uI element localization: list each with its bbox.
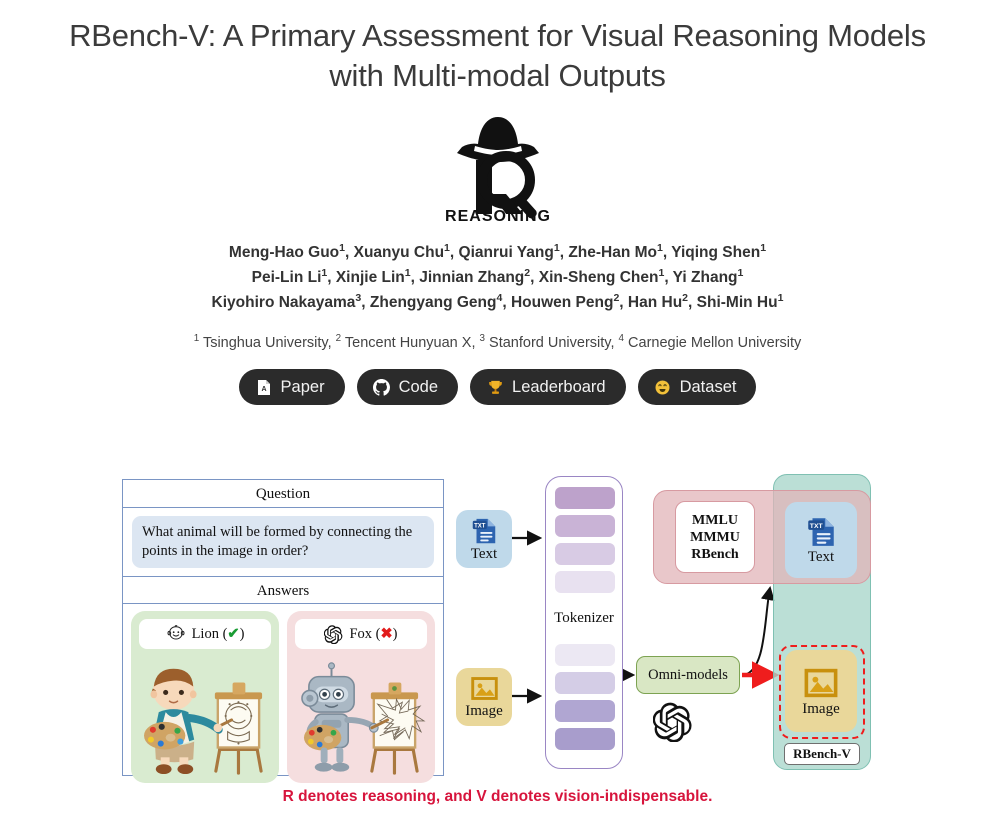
title-line-1: RBench-V: A Primary Assessment for Visua…: [69, 18, 926, 53]
tokenizer-block: Tokenizer: [545, 476, 623, 769]
robot-painting-illustration: [301, 662, 426, 775]
svg-text:TXT: TXT: [810, 522, 824, 529]
reasoning-detective-logo-icon: REASONING: [445, 117, 551, 222]
figure-caption: R denotes reasoning, and V denotes visio…: [282, 788, 713, 805]
dataset-button-label: Dataset: [679, 378, 737, 396]
token-bar: [555, 487, 615, 509]
picture-icon: [804, 668, 838, 697]
answer-pill-human: Lion (✔): [139, 619, 271, 649]
answers-header: Answers: [123, 576, 443, 604]
token-bar: [555, 672, 615, 694]
token-bar: [555, 728, 615, 750]
token-bar: [555, 700, 615, 722]
code-button[interactable]: Code: [356, 369, 459, 405]
benchmark-item: MMMU: [690, 529, 740, 545]
affiliations-text: 1 Tsinghua University, 2 Tencent Hunyuan…: [193, 333, 802, 351]
token-bar: [555, 515, 615, 537]
input-text-label: Text: [470, 545, 498, 562]
page-title: RBench-V: A Primary Assessment for Visua…: [0, 0, 995, 96]
token-bar: [555, 571, 615, 593]
input-image-node: Image: [456, 668, 512, 726]
affiliation-list: 1 Tsinghua University, 2 Tencent Hunyuan…: [0, 333, 995, 351]
huggingface-icon: [654, 378, 672, 396]
answer-label-human: Lion (✔): [191, 625, 245, 642]
rbench-v-label: RBench-V: [784, 743, 860, 765]
dataset-button[interactable]: Dataset: [637, 369, 757, 405]
openai-logo-icon: [653, 702, 692, 742]
author-list: Meng-Hao Guo1, Xuanyu Chu1, Qianrui Yang…: [0, 240, 995, 315]
pipeline-diagram: TXT Text Image: [448, 470, 898, 780]
author-line-1: Meng-Hao Guo1, Xuanyu Chu1, Qianrui Yang…: [228, 241, 767, 261]
pipeline-arrows: [511, 530, 780, 704]
highlight-dashed-border: [779, 645, 865, 739]
logo-container: REASONING: [0, 110, 995, 222]
leaderboard-button-label: Leaderboard: [512, 378, 606, 396]
truncated-body-text: [100, 816, 895, 825]
logo-wordmark: REASONING: [445, 208, 551, 222]
omni-models-node: Omni-models: [636, 656, 740, 694]
output-text-node: TXT Text: [785, 502, 857, 578]
link-button-row: A Paper Code L: [0, 369, 995, 405]
paper-button[interactable]: A Paper: [238, 369, 345, 405]
input-text-node: TXT Text: [456, 510, 512, 568]
output-image-node: Image: [785, 650, 857, 732]
token-bar: [555, 543, 615, 565]
question-header: Question: [123, 480, 443, 508]
token-bar: [555, 644, 615, 666]
txt-document-icon: TXT: [472, 518, 496, 543]
benchmark-list-box: MMLU MMMU RBench: [675, 501, 755, 573]
pdf-icon: A: [255, 378, 273, 396]
answer-card-human: Lion (✔): [131, 611, 279, 783]
answer-label-model: Fox (✖): [349, 625, 398, 642]
human-face-icon: [167, 625, 185, 640]
title-line-2: with Multi-modal Outputs: [329, 58, 666, 93]
teaser-figure: Question What animal will be formed by c…: [0, 470, 995, 783]
output-text-label: Text: [807, 548, 835, 565]
trophy-icon: [486, 378, 504, 396]
picture-icon: [470, 677, 498, 700]
qa-example-card: Question What animal will be formed by c…: [122, 479, 444, 783]
svg-text:TXT: TXT: [474, 523, 486, 529]
txt-document-icon: TXT: [808, 517, 834, 546]
author-line-3: Kiyohiro Nakayama3, Zhengyang Geng4, Hou…: [211, 291, 784, 311]
paper-button-label: Paper: [280, 378, 325, 396]
leaderboard-button[interactable]: Leaderboard: [470, 369, 626, 405]
tokenizer-label: Tokenizer: [554, 610, 614, 626]
answer-pill-model: Fox (✖): [295, 619, 427, 649]
github-icon: [373, 378, 391, 396]
svg-text:A: A: [261, 386, 266, 393]
answer-card-model: Fox (✖): [287, 611, 435, 783]
author-line-2: Pei-Lin Li1, Xinjie Lin1, Jinnian Zhang2…: [251, 266, 744, 286]
benchmark-item: RBench: [691, 546, 739, 562]
openai-logo-icon: [324, 624, 343, 644]
input-image-label: Image: [465, 703, 503, 719]
question-text: What animal will be formed by connecting…: [132, 516, 434, 568]
code-button-label: Code: [398, 378, 439, 396]
output-image-label: Image: [802, 700, 840, 717]
boy-painting-illustration: [144, 668, 263, 775]
benchmark-item: MMLU: [692, 512, 738, 528]
answer-card-row: Lion (✔): [123, 604, 443, 790]
